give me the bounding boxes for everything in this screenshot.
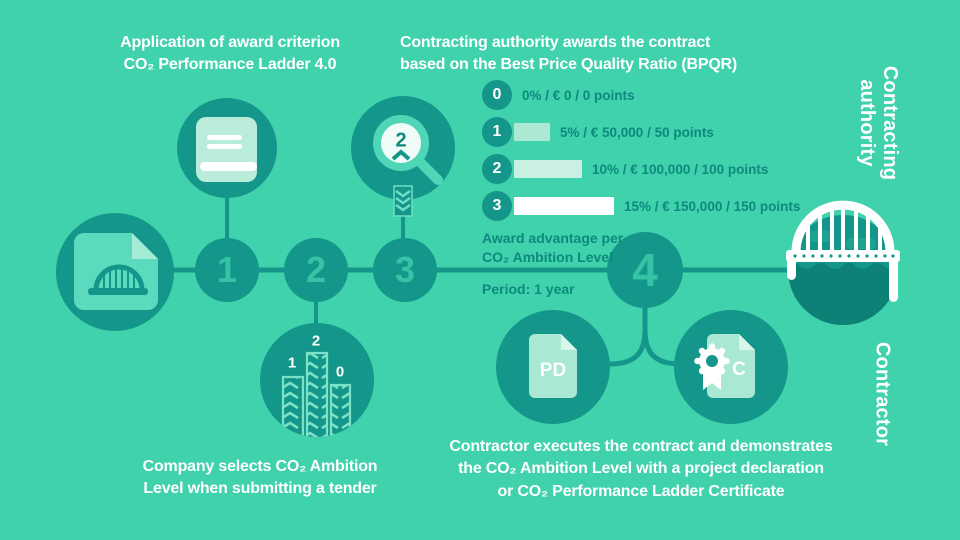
award-level-row-2: 2 10% / € 100,000 / 100 points [482,154,800,184]
title-award-criterion-line1: Application of award criterion [120,34,340,51]
title-award-criterion-line2: CO₂ Performance Ladder 4.0 [123,56,337,74]
title-bpqr-line1: Contracting authority awards the contrac… [400,34,711,51]
caption-contractor-executes: Contractor executes the contract and dem… [421,436,861,503]
building-level-1-label: 1 [287,354,297,372]
title-bpqr-line2: based on the Best Price Quality Ratio (B… [400,56,738,74]
award-advantage-caption-line1: Award advantage per [482,230,624,246]
certificate-icon [674,310,788,424]
building-level-2-label: 2 [311,332,321,350]
side-label-contracting-authority: Contracting authority [855,66,901,180]
criterion-book-icon [177,98,277,198]
project-declaration-icon [496,310,610,424]
side-label-contractor-line1: Contractor [871,341,894,447]
side-label-contractor: Contractor [871,342,894,446]
assessment-magnifier-icon [351,96,455,217]
level-2-badge: 2 [482,154,512,184]
level-1-bar [514,123,550,141]
timeline-step-2: 2 [284,238,348,302]
caption-contractor-executes-line2: the CO₂ Ambition Level with a project de… [458,460,824,478]
level-3-bar [514,197,614,215]
timeline-step-1: 1 [195,238,259,302]
award-level-row-3: 3 15% / € 150,000 / 150 points [482,191,800,221]
caption-contractor-executes-line1: Contractor executes the contract and dem… [449,438,833,455]
caption-company-selects: Company selects CO₂ Ambition Level when … [95,456,425,501]
level-2-label: 10% / € 100,000 / 100 points [592,161,769,177]
project-document-icon [56,213,174,331]
project-declaration-label: PD [539,360,567,381]
level-2-bar [514,160,582,178]
ambition-buildings-icon [260,323,374,437]
caption-contractor-executes-line3: or CO₂ Performance Ladder Certificate [497,482,785,500]
award-level-row-0: 0 0% / € 0 / 0 points [482,80,800,110]
side-label-contracting-authority-line1: Contracting [879,65,901,181]
caption-company-selects-line1: Company selects CO₂ Ambition [142,458,378,475]
caption-company-selects-line2: Level when submitting a tender [143,480,377,498]
award-advantage-chart: 0 0% / € 0 / 0 points 1 5% / € 50,000 / … [482,80,800,221]
timeline-step-4: 4 [607,232,683,308]
level-0-badge: 0 [482,80,512,110]
certificate-label: C [732,359,746,380]
level-3-label: 15% / € 150,000 / 150 points [624,198,801,214]
level-1-label: 5% / € 50,000 / 50 points [560,124,714,140]
award-level-row-1: 1 5% / € 50,000 / 50 points [482,117,800,147]
title-bpqr: Contracting authority awards the contrac… [400,32,820,77]
level-0-label: 0% / € 0 / 0 points [522,87,635,103]
level-3-badge: 3 [482,191,512,221]
bridge-result-icon [786,200,900,325]
title-award-criterion: Application of award criterion CO₂ Perfo… [60,32,400,77]
side-label-contracting-authority-line2: authority [856,79,878,167]
timeline-step-3: 3 [373,238,437,302]
period-label: Period: 1 year [482,281,575,297]
level-1-badge: 1 [482,117,512,147]
award-advantage-caption-line2: CO₂ Ambition Level [482,248,613,265]
award-advantage-caption: Award advantage per CO₂ Ambition Level [482,229,623,267]
magnifier-level-label: 2 [395,129,407,152]
building-level-0-label: 0 [335,363,345,381]
